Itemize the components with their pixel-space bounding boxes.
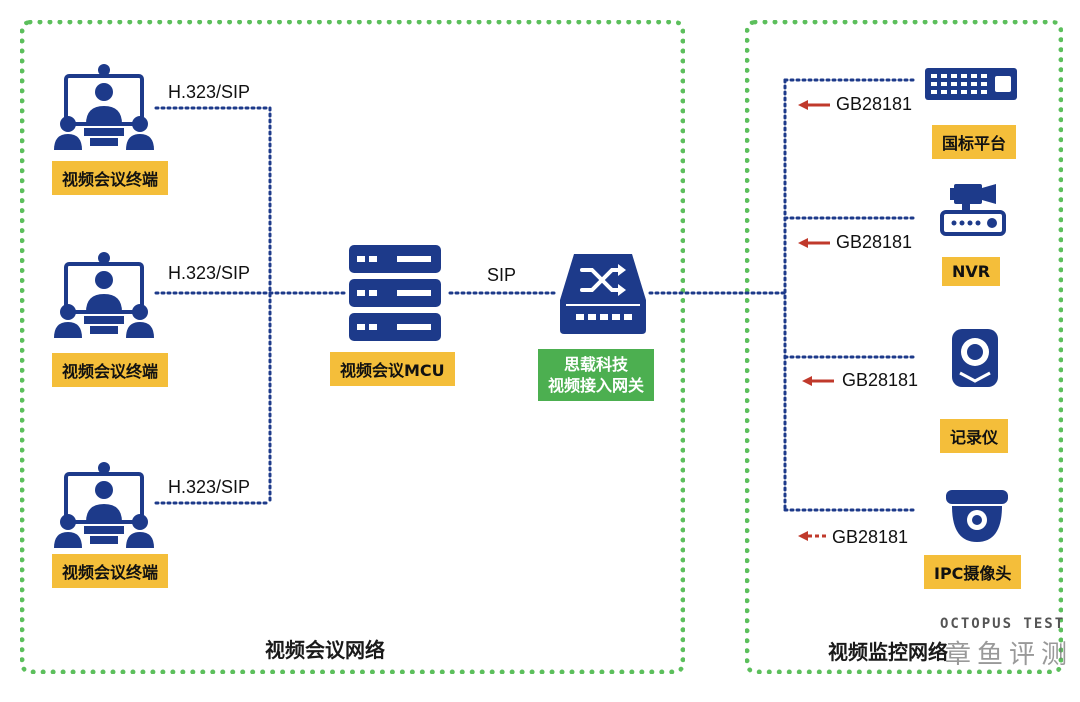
- device-protocol: GB28181: [842, 370, 919, 390]
- video-conference-terminal-icon: [54, 64, 154, 150]
- gateway-label-line2: 视频接入网关: [548, 376, 645, 395]
- mcu-label: 视频会议MCU: [330, 352, 455, 386]
- device-label: NVR: [942, 257, 1001, 286]
- gateway-label-line1: 思载科技: [564, 355, 629, 374]
- device-protocol: GB28181: [836, 232, 913, 252]
- device-label: 记录仪: [940, 419, 1009, 453]
- dome-camera-icon: [946, 490, 1008, 542]
- device-label: IPC摄像头: [924, 555, 1022, 589]
- device-protocol: GB28181: [832, 527, 909, 547]
- video-surveillance-network-region: [745, 20, 1063, 674]
- device-label: 国标平台: [932, 125, 1017, 159]
- video-conference-network-region: [20, 20, 685, 674]
- device-protocol: GB28181: [836, 94, 913, 114]
- watermark-text: 章鱼评测: [945, 640, 1074, 670]
- gateway-label: 思载科技 视频接入网关: [538, 349, 655, 401]
- terminal-label: 视频会议终端: [52, 554, 169, 588]
- watermark-text: OCTOPUS TEST: [940, 616, 1066, 632]
- terminal-protocol: H.323/SIP: [168, 82, 251, 102]
- terminal-label: 视频会议终端: [52, 353, 169, 387]
- gateway-switch-icon: [560, 254, 646, 334]
- video-conference-terminal-icon: [54, 462, 154, 548]
- server-rack-icon: [925, 68, 1017, 100]
- terminal-protocol: H.323/SIP: [168, 263, 251, 283]
- mcu-server-icon: [349, 245, 441, 341]
- video-conference-terminal-icon: [54, 252, 154, 338]
- terminal-protocol: H.323/SIP: [168, 477, 251, 497]
- video-surveillance-network-title: 视频监控网络: [828, 640, 948, 664]
- video-conference-network-title: 视频会议网络: [265, 638, 385, 662]
- terminal-label: 视频会议终端: [52, 161, 169, 195]
- sip-protocol: SIP: [487, 265, 517, 285]
- nvr-icon: [940, 184, 1006, 236]
- body-camera-icon: [952, 329, 998, 387]
